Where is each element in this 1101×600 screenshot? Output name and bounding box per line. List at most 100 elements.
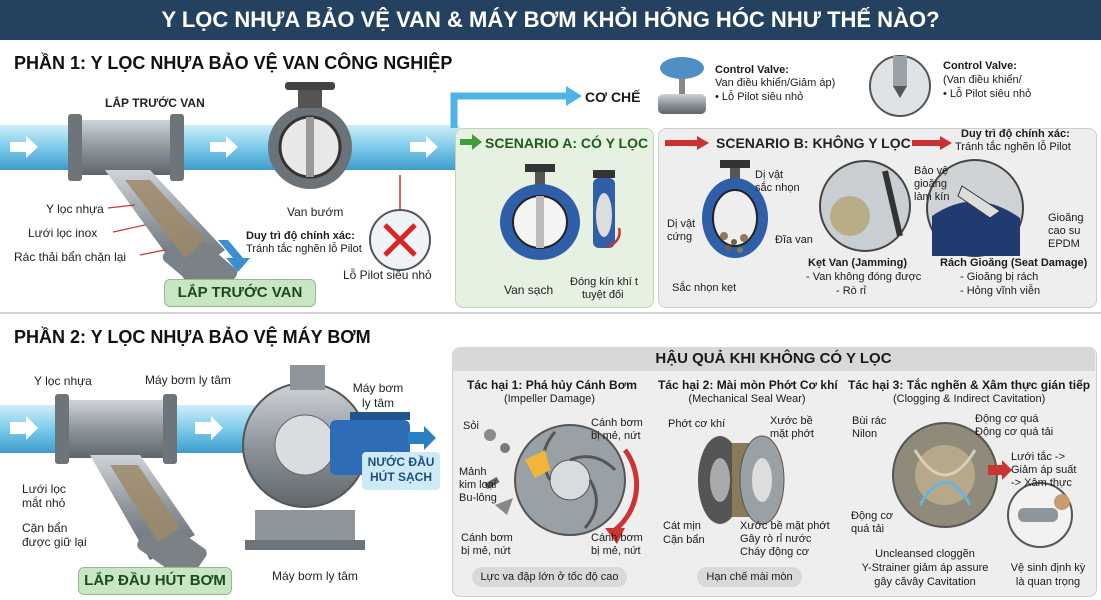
- scenario-b-damage-illustration: [702, 159, 1024, 258]
- scenario-b-duy-tri-sub: Tránh tắc nghẽn lỗ Pilot: [955, 141, 1071, 153]
- dong-co-1: Động cơ quá: [975, 413, 1039, 425]
- tac-hai-1-sub: (Impeller Damage): [503, 393, 596, 405]
- page-title: Y LỌC NHỰA BẢO VỆ VAN & MÁY BƠM KHỎI HỎN…: [0, 0, 1101, 40]
- dong-co-qt-2: quá tải: [851, 523, 885, 535]
- arrow-right-red-icon-3: [988, 460, 1012, 480]
- cat-2: Cặn bẩn: [663, 534, 705, 546]
- luoi-tac-2: Giảm áp suất: [1011, 464, 1077, 476]
- uncl-1: Uncleansed cloggẽn: [875, 548, 975, 560]
- bao-ve-2: gioăng: [914, 178, 948, 190]
- section-divider: [0, 312, 1101, 314]
- flow-arrow-icon: [195, 416, 223, 440]
- uncl-2: Y-Strainer giảm áp assure: [861, 562, 989, 574]
- control-valve-2-line1: (Van điều khiển/: [943, 74, 1022, 86]
- co-che-arrow-illustration: [450, 86, 582, 128]
- control-valve-1-line1: Van điều khiển/Giảm áp): [715, 77, 836, 89]
- di-vat-nhon-2: sắc nhọn: [755, 182, 800, 194]
- lo-pilot-label: Lỗ Pilot siêu nhỏ: [343, 268, 432, 282]
- dong-kin-line1: Đóng kín khí t: [570, 276, 638, 288]
- gioang-1: Gioăng: [1048, 212, 1084, 224]
- control-valve-1-title: Control Valve:: [715, 64, 789, 76]
- arrow-right-icon: [566, 86, 582, 106]
- bao-ve-3: làm kín: [914, 191, 950, 203]
- canh-bom-bl-1: Cánh bơm: [461, 532, 513, 544]
- control-valve-2-title: Control Valve:: [943, 60, 1017, 72]
- may-bom-right-2: ly tâm: [361, 396, 394, 410]
- rach-gioang-title: Rách Gioăng (Seat Damage): [940, 257, 1088, 269]
- ve-sinh-1: Vệ sinh định kỳ: [1010, 562, 1086, 574]
- pilot-detail-icon: [869, 55, 931, 117]
- may-bom-right-1: Máy bơm: [352, 381, 404, 395]
- xuoc-b-2: Gây rò rỉ nước: [740, 533, 812, 545]
- ket-van-1: - Van không đóng được: [806, 271, 922, 283]
- lap-truoc-van-tag: LẮP TRƯỚC VAN: [164, 279, 316, 307]
- scenario-b-title: SCENARIO B: KHÔNG Y LỌC: [716, 135, 911, 151]
- part1-title: PHẦN 1: Y LỌC NHỰA BẢO VỆ VAN CÔNG NGHIỆ…: [14, 53, 453, 73]
- control-valve-2-line2: • Lỗ Pilot siêu nhỏ: [943, 88, 1032, 100]
- tac-hai-2-title: Tác hại 2: Mài mòn Phớt Cơ khí: [658, 378, 838, 392]
- gioang-3: EPDM: [1048, 238, 1080, 250]
- dia-van-label: Đĩa van: [775, 234, 813, 246]
- control-valve-icon: [658, 57, 706, 114]
- tac-hai-2-sub: (Mechanical Seal Wear): [688, 393, 806, 405]
- bui-2: Nilon: [852, 428, 878, 440]
- arrow-right-green-icon: [460, 134, 482, 150]
- flow-arrow-icon: [10, 416, 38, 440]
- nuoc-dau-box: [362, 452, 440, 490]
- may-bom-bottom-label: Máy bơm ly tâm: [272, 569, 358, 583]
- xuoc-2: mặt phớt: [770, 428, 814, 440]
- valve-handle: [285, 82, 335, 90]
- lap-dau-hut-tag: LẮP ĐẦU HÚT BƠM: [78, 567, 232, 595]
- tac-hai-3-title: Tác hại 3: Tắc nghẽn & Xâm thực gián tiế…: [848, 378, 1091, 392]
- seal-wear-illustration: [698, 435, 785, 525]
- can-ban-2: được giữ lại: [22, 535, 87, 549]
- y-strainer-body: [72, 120, 182, 175]
- impeller-damage-illustration: [484, 424, 640, 544]
- install-arrow-icon: [218, 240, 250, 272]
- di-vat-nhon-1: Dị vật: [755, 169, 784, 181]
- part2-pump-illustration: [0, 365, 436, 581]
- dong-co-qt-1: Động cơ: [851, 510, 894, 522]
- scenario-a-valves-illustration: [500, 164, 621, 260]
- arrow-right-red-icon-2: [912, 136, 952, 150]
- manh-2: kim loại: [459, 479, 497, 491]
- uncl-3: gây căvây Cavitation: [874, 576, 976, 588]
- control-valve-1-line2: • Lỗ Pilot siêu nhỏ: [715, 91, 804, 103]
- luoi-loc-1: Lưới lọc: [22, 482, 66, 496]
- canh-bom-bl-2: bị mẻ, nứt: [461, 545, 511, 557]
- duy-tri-title: Duy trì độ chính xác:: [246, 230, 355, 242]
- xuoc-b-1: Xước bề mặt phớt: [740, 520, 830, 532]
- nuoc-dau-1: NƯỚC ĐẦU: [367, 455, 435, 469]
- clogging-illustration: [892, 422, 1073, 548]
- can-ban-1: Cặn bẩn: [22, 521, 68, 535]
- rac-thai-label: Rác thải bẩn chặn lại: [14, 250, 127, 264]
- co-che-label: CƠ CHẾ: [585, 89, 641, 105]
- p2-y-loc-nhua-label: Y lọc nhựa: [34, 374, 92, 388]
- xuoc-b-3: Cháy động cơ: [740, 546, 809, 558]
- duy-tri-sub: Tránh tắc nghẽn lỗ Pilot: [246, 243, 362, 255]
- part2-title: PHẦN 2: Y LỌC NHỰA BẢO VỆ MÁY BƠM: [14, 327, 371, 347]
- di-vat-cung-1: Dị vật: [667, 218, 696, 230]
- di-vat-cung-2: cứng: [667, 231, 693, 243]
- ket-van-title: Kẹt Van (Jamming): [808, 257, 908, 269]
- hau-qua-title: HẬU QUẢ KHI KHÔNG CÓ Y LỌC: [452, 347, 1095, 371]
- lap-truoc-van-top-label: LẮP TRƯỚC VAN: [105, 96, 205, 110]
- debris-mesh: [125, 180, 205, 258]
- canh-bom-tr-1: Cánh bơm: [591, 417, 643, 429]
- cat-1: Cát mịn: [663, 520, 701, 532]
- arrow-right-red-icon: [665, 136, 709, 150]
- gioang-2: cao su: [1048, 225, 1081, 237]
- bui-1: Bùi rác: [852, 415, 887, 427]
- ve-sinh-2: là quan trọng: [1015, 576, 1081, 588]
- manh-1: Mảnh: [459, 466, 487, 478]
- flow-arrow-icon: [10, 136, 38, 158]
- bao-ve-1: Bảo vệ: [914, 165, 949, 177]
- nuoc-dau-2: HÚT SẠCH: [370, 470, 432, 484]
- rach-gioang-2: - Hỏng vĩnh viễn: [960, 285, 1041, 297]
- scenario-a-title: SCENARIO A: CÓ Y LỌC: [485, 135, 649, 151]
- xuoc-1: Xước bề: [770, 415, 813, 427]
- rotation-arrow-icon: [605, 528, 625, 544]
- luoi-loc-2: mắt nhỏ: [22, 496, 66, 510]
- canh-bom-br-2: bị mẻ, nứt: [591, 545, 641, 557]
- van-buom-label: Van bướm: [287, 205, 344, 219]
